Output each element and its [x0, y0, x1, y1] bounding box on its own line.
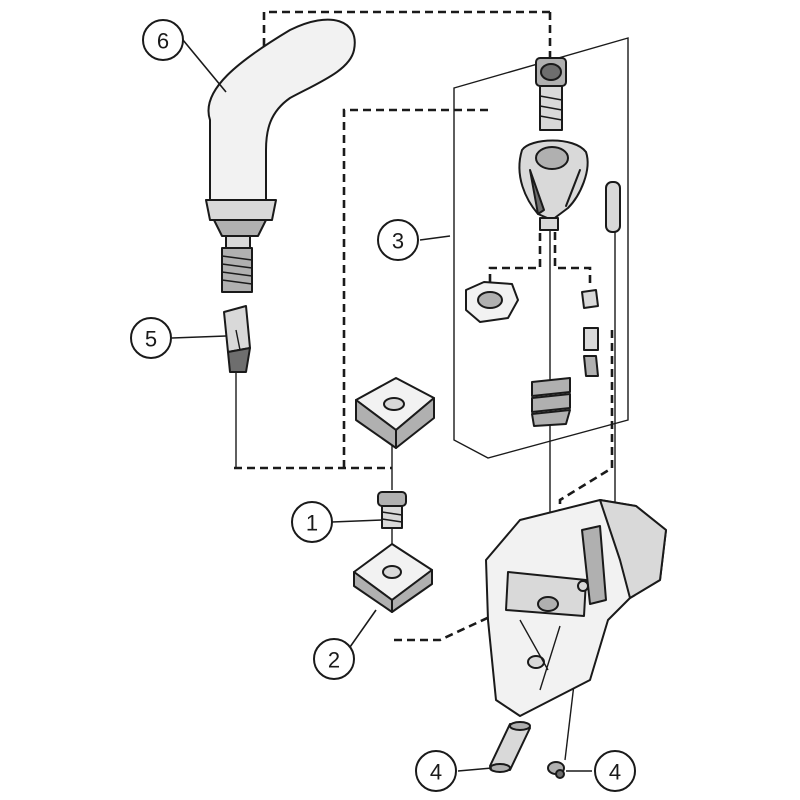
- square-insert: [355, 377, 435, 449]
- tool-holder-body: [485, 499, 667, 717]
- callout-4a-label: 4: [430, 760, 442, 785]
- callout-5-label: 5: [145, 327, 157, 352]
- part-2-shim: [353, 543, 433, 613]
- callout-4b-label: 4: [609, 760, 621, 785]
- part-4-small-screw: [547, 761, 565, 779]
- leader-lines: [171, 39, 592, 772]
- part-6-wrench: [205, 18, 356, 293]
- part-3-clamp-group: [465, 57, 621, 427]
- callout-3: 3: [377, 219, 419, 261]
- callout-3-label: 3: [392, 229, 404, 254]
- callout-6-label: 6: [157, 29, 169, 54]
- part-5-key: [223, 305, 251, 373]
- callout-2-label: 2: [328, 648, 340, 673]
- callout-4a: 4: [415, 750, 457, 792]
- callout-1: 1: [291, 501, 333, 543]
- part-4-pin: [489, 721, 531, 773]
- part-1-screw: [377, 491, 407, 529]
- callout-5: 5: [130, 317, 172, 359]
- callout-2: 2: [313, 638, 355, 680]
- callout-4b: 4: [594, 750, 636, 792]
- callout-1-label: 1: [306, 511, 318, 536]
- callout-6: 6: [142, 19, 184, 61]
